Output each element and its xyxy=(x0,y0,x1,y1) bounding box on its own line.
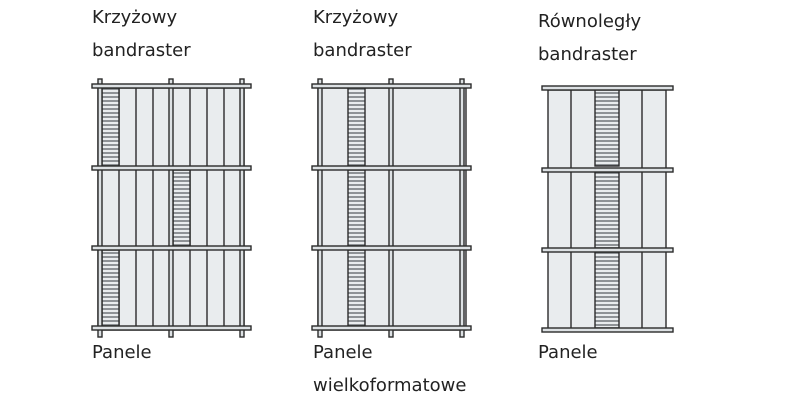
figure-2-post-right xyxy=(459,78,465,338)
figure-1-post-right xyxy=(239,78,245,338)
figure-1-rail-2 xyxy=(91,165,252,171)
figure-1-band-top xyxy=(101,87,120,167)
figure-1-cross-grid xyxy=(91,78,252,338)
figure-1-title-line2: bandraster xyxy=(92,40,191,61)
figure-2-title-line2: bandraster xyxy=(313,40,412,61)
figure-1-post-center xyxy=(168,78,174,338)
figure-1-caption: Panele xyxy=(92,342,152,363)
figure-3-parallel-grid xyxy=(541,85,674,333)
figure-2-title-line1: Krzyżowy xyxy=(313,7,399,28)
figure-2-rail-4 xyxy=(311,325,472,331)
figure-2-rail-3 xyxy=(311,245,472,251)
figure-2-post-center xyxy=(388,78,394,338)
figure-1-rail-3 xyxy=(91,245,252,251)
figure-3-rail-4 xyxy=(541,327,674,333)
figure-1-rail-1 xyxy=(91,83,252,89)
figure-3-panel-seams xyxy=(570,90,643,330)
figure-2-band-top xyxy=(347,87,366,167)
figure-3-title-line1: Równoległy xyxy=(538,11,642,32)
figure-3-band-middle xyxy=(594,171,620,249)
figure-3-title-line2: bandraster xyxy=(538,44,637,65)
figure-2-band-bottom xyxy=(347,249,366,327)
figure-1-post-left xyxy=(97,78,103,338)
figure-3-band-bottom xyxy=(594,251,620,329)
figure-2-band-middle xyxy=(347,169,366,247)
figure-3-rail-1 xyxy=(541,85,674,91)
figure-1-rail-4 xyxy=(91,325,252,331)
figure-3-band-top xyxy=(594,89,620,167)
figure-3-rail-2 xyxy=(541,167,674,173)
figure-3-caption: Panele xyxy=(538,342,598,363)
figure-2-rail-1 xyxy=(311,83,472,89)
figure-2-cross-grid-large-panels xyxy=(311,78,472,338)
figure-2-post-left xyxy=(317,78,323,338)
figure-2-rail-2 xyxy=(311,165,472,171)
figure-1-band-middle xyxy=(172,169,191,247)
figure-1-band-bottom xyxy=(101,249,120,327)
figure-1-title-line1: Krzyżowy xyxy=(92,7,178,28)
figure-2-caption-line1: Panele xyxy=(313,342,373,363)
figure-2-caption-line2: wielkoformatowe xyxy=(313,375,467,396)
figure-3-rail-3 xyxy=(541,247,674,253)
